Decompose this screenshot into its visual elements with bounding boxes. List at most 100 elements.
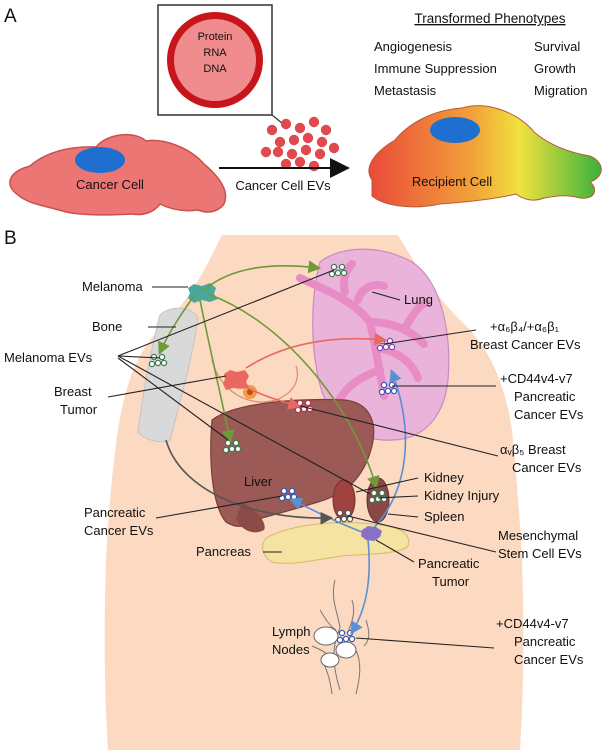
ev-cluster-particle	[336, 636, 344, 644]
ev-cluster-particle	[340, 515, 348, 523]
cancer-cell	[9, 133, 227, 216]
arrow-pancreas-lung	[371, 369, 407, 531]
label-integrin-breast-2: Breast Cancer EVs	[470, 337, 581, 352]
ev-cluster-particle	[284, 493, 292, 501]
ev-cluster-particle	[288, 487, 296, 495]
ev-cluster-particle	[234, 445, 242, 453]
label-pancreatic-tumor-2: Tumor	[432, 574, 470, 589]
arrow-melanoma-bone	[158, 295, 195, 355]
label-pancreatic-tumor-1: Pancreatic	[418, 556, 480, 571]
ev-particle	[294, 122, 306, 134]
ev-cluster-particle	[328, 270, 336, 278]
ev-cluster-particle	[296, 399, 304, 407]
ev-cluster-particle	[150, 353, 158, 361]
ev-cluster	[260, 116, 340, 172]
label-integrin-breast-1: +α₆β₄/+α₆β₁	[490, 319, 560, 334]
ev-cluster-particle	[338, 629, 346, 637]
panel-b-letter: B	[4, 228, 17, 249]
ev-cluster-particle	[330, 263, 338, 271]
panel-a: A Protein RNA DNA Cancer Cell Cancer Cel…	[4, 4, 602, 216]
ev-cluster-particle	[368, 496, 376, 504]
arrow-pancreas-lymph	[350, 539, 371, 635]
arrow-breast-liver	[243, 385, 302, 410]
label-breast-tumor-2: Tumor	[60, 402, 98, 417]
recipient-cell-label: Recipient Cell	[412, 174, 492, 189]
ev-cluster-particle	[294, 406, 302, 414]
cargo-dna: DNA	[203, 63, 227, 75]
label-spleen: Spleen	[424, 509, 464, 524]
ev-cluster-particle	[388, 343, 396, 351]
label-avb5-1: αᵥβ₅ Breast	[500, 442, 566, 457]
ev-cluster-particle	[224, 439, 232, 447]
recipient-cell	[368, 105, 602, 208]
ev-cluster-particle	[304, 399, 312, 407]
label-pancreatic-evs-1: Pancreatic	[84, 505, 146, 520]
ev-particle	[288, 134, 300, 146]
label-lung: Lung	[404, 292, 433, 307]
ev-particle	[272, 146, 284, 158]
ev-particle	[260, 146, 272, 158]
ev-cluster-particle	[280, 487, 288, 495]
ev-particle	[308, 116, 320, 128]
ev-zoom-inner	[174, 19, 256, 101]
ev-cluster-particle	[370, 489, 378, 497]
arrow-breast-lung	[245, 332, 388, 369]
phenotype-immune-suppression: Immune Suppression	[374, 61, 497, 76]
label-bone: Bone	[92, 319, 122, 334]
ev-cluster-particle	[382, 343, 390, 351]
label-melanoma-evs: Melanoma EVs	[4, 350, 93, 365]
label-cd44-lymph-2: Pancreatic	[514, 634, 576, 649]
ev-particle	[300, 144, 312, 156]
ev-cluster-particle	[378, 489, 386, 497]
ev-cluster-particle	[336, 509, 344, 517]
ev-cluster-particle	[228, 445, 236, 453]
arrow-melanoma-lung	[203, 260, 322, 291]
ev-cluster-particle	[158, 353, 166, 361]
label-msc-1: Mesenchymal	[498, 528, 578, 543]
label-cd44-lung-3: Cancer EVs	[514, 407, 584, 422]
ev-cluster-particle	[222, 446, 230, 454]
ev-particle	[280, 118, 292, 130]
lymph-node	[313, 626, 339, 646]
lymph-node	[320, 652, 340, 668]
ev-particle	[316, 136, 328, 148]
trafficking-arrows	[158, 260, 407, 635]
cargo-rna: RNA	[203, 47, 227, 59]
phenotypes-title: Transformed Phenotypes	[414, 11, 565, 26]
label-cd44-lung-1: +CD44v4-v7	[500, 371, 573, 386]
phenotype-survival: Survival	[534, 39, 580, 54]
label-lymph-1: Lymph	[272, 624, 311, 639]
label-cd44-lung-2: Pancreatic	[514, 389, 576, 404]
ev-cluster-particle	[160, 359, 168, 367]
cancer-cell-nucleus	[75, 147, 125, 173]
recipient-cell-nucleus	[430, 117, 480, 143]
ev-cluster-particle	[232, 439, 240, 447]
ev-cluster-particle	[374, 495, 382, 503]
ev-cluster-particle	[334, 269, 342, 277]
label-pancreatic-evs-2: Cancer EVs	[84, 523, 154, 538]
ev-particle	[308, 160, 320, 172]
arrow-msc-kidney	[165, 439, 334, 525]
ev-particle	[294, 156, 306, 168]
ev-particle	[274, 136, 286, 148]
ev-cluster-particle	[154, 359, 162, 367]
ev-cluster-particle	[376, 344, 384, 352]
label-avb5-2: Cancer EVs	[512, 460, 582, 475]
label-cd44-lymph-1: +CD44v4-v7	[496, 616, 569, 631]
ev-particle	[314, 148, 326, 160]
pancreatic-tumor	[361, 526, 382, 541]
ev-cluster-particle	[342, 635, 350, 643]
label-pancreas: Pancreas	[196, 544, 251, 559]
label-melanoma: Melanoma	[82, 279, 143, 294]
leader-lines	[107, 269, 499, 649]
arrow-melanoma-spleen	[207, 293, 380, 490]
ev-cluster-particle	[378, 388, 386, 396]
label-cd44-lymph-3: Cancer EVs	[514, 652, 584, 667]
phenotype-growth: Growth	[534, 61, 576, 76]
kidney	[332, 479, 356, 521]
ev-particle	[320, 124, 332, 136]
label-lymph-2: Nodes	[272, 642, 310, 657]
phenotype-migration: Migration	[534, 83, 587, 98]
evs-label: Cancer Cell EVs	[235, 178, 331, 193]
label-kidney: Kidney	[424, 470, 464, 485]
